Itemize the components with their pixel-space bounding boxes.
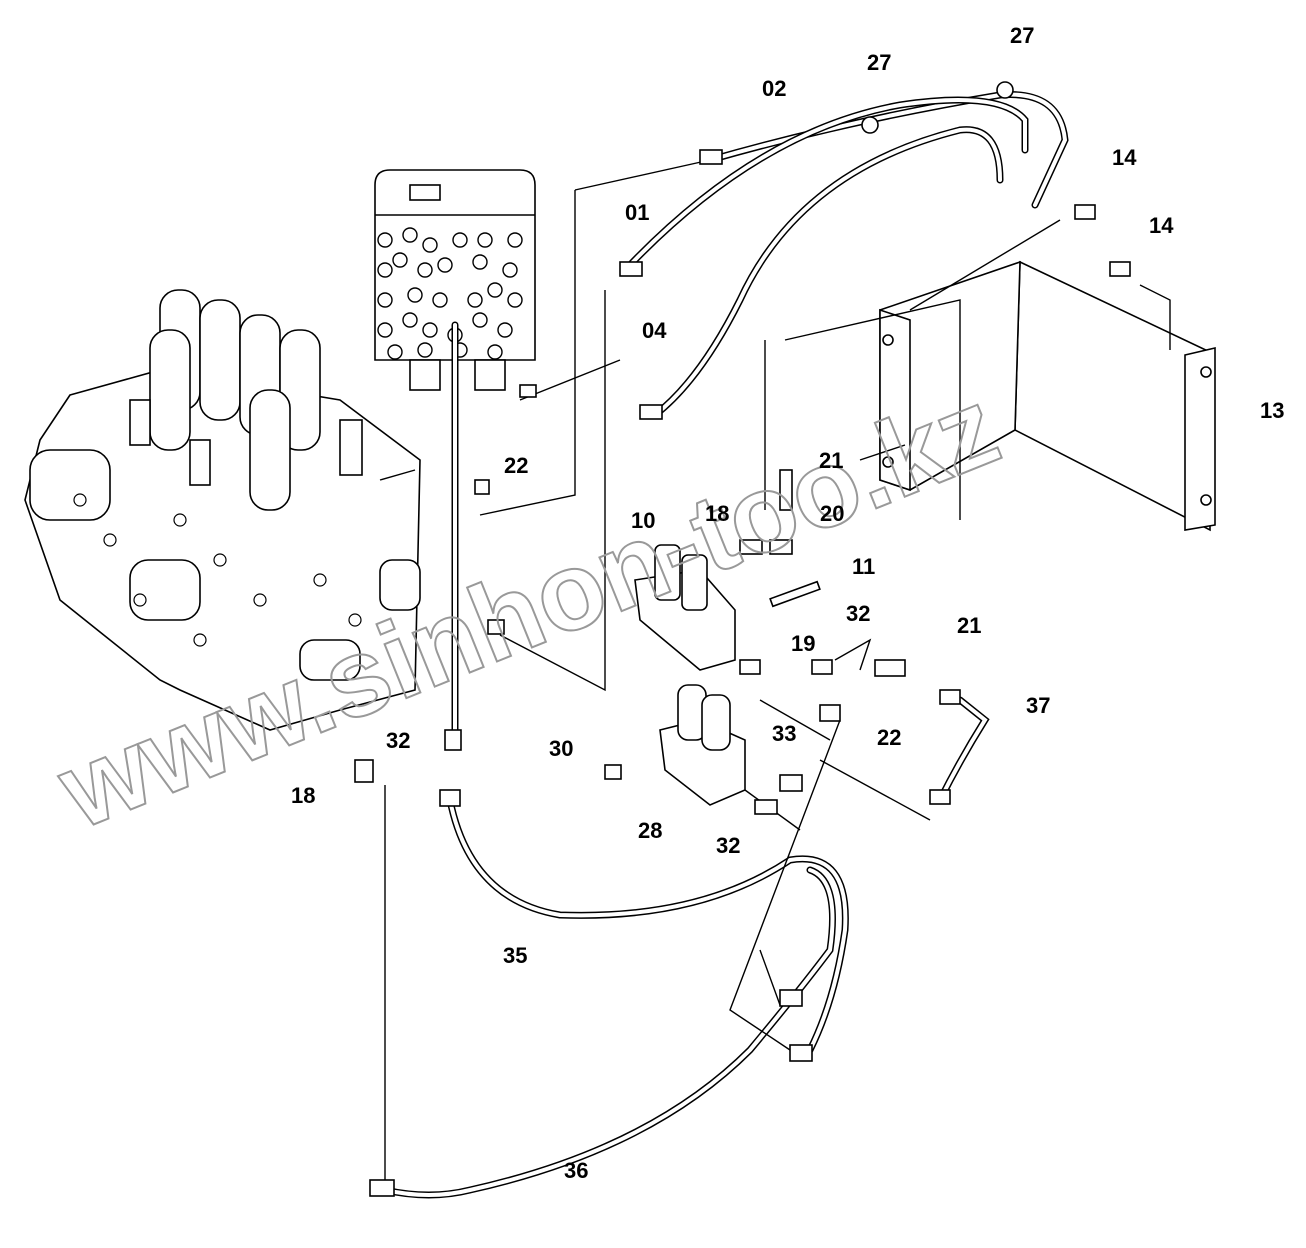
callout-22: 22 [504, 453, 528, 478]
callout-21: 21 [819, 448, 843, 473]
callout-04: 04 [642, 318, 667, 343]
callout-18: 18 [705, 501, 729, 526]
callout-18: 18 [291, 783, 315, 808]
fittings [354, 81, 1131, 1197]
callout-32: 32 [716, 833, 740, 858]
control-valve [24, 289, 421, 731]
callout-labels: 27 27 02 14 14 01 04 13 21 22 10 18 20 1… [291, 23, 1284, 1183]
callout-35: 35 [503, 943, 527, 968]
callout-32: 32 [386, 728, 410, 753]
callout-36: 36 [564, 1158, 588, 1183]
connection-lines [379, 159, 1171, 1190]
callout-01: 01 [625, 200, 649, 225]
callout-30: 30 [549, 736, 573, 761]
callout-28: 28 [638, 818, 662, 843]
hoses [381, 91, 1069, 1199]
callout-02: 02 [762, 76, 786, 101]
solenoid-valve-10 [634, 544, 736, 671]
callout-13: 13 [1260, 398, 1284, 423]
bracket [879, 260, 1216, 532]
callout-11: 11 [852, 554, 875, 579]
callout-27: 27 [867, 50, 891, 75]
callout-22: 22 [877, 725, 901, 750]
callout-10: 10 [631, 508, 655, 533]
callout-14: 14 [1112, 145, 1137, 170]
callout-27: 27 [1010, 23, 1034, 48]
callout-21: 21 [957, 613, 981, 638]
callout-37: 37 [1026, 693, 1050, 718]
callout-19: 19 [791, 631, 815, 656]
solenoid-valve-28 [659, 684, 746, 806]
callout-33: 33 [772, 721, 796, 746]
callout-20: 20 [820, 501, 844, 526]
callout-14: 14 [1149, 213, 1174, 238]
callout-32: 32 [846, 601, 870, 626]
